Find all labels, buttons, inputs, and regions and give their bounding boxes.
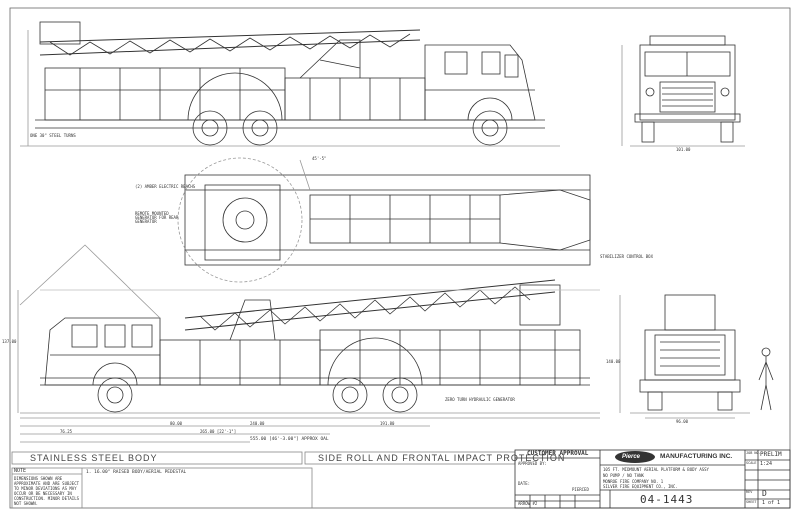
notes-item-1: 1. 16.00" RAISED BODY/AERIAL PEDESTAL xyxy=(86,470,187,475)
notes-body: DIMENSIONS SHOWN ARE APPROXIMATE AND ARE… xyxy=(14,476,80,506)
front-view-top xyxy=(621,35,745,147)
sheet-label: SHEET xyxy=(746,500,757,504)
callout-plan-1: (2) AMBER ELECTRIC REACHS xyxy=(135,184,196,189)
job-no-label: JOB NO. xyxy=(746,451,761,455)
callout-stabilizer: STABILIZER CONTROL BOX xyxy=(600,254,653,259)
arrow-label: ARROW #2 xyxy=(518,501,538,506)
dim-d1: 265.00 [22'-1"] xyxy=(200,429,237,434)
callout-side-top: ONE 30" STEEL TURNS xyxy=(30,133,76,138)
callout-pan: ZERO TURN HYDRAULIC GENERATOR xyxy=(445,397,515,402)
section-title-left: STAINLESS STEEL BODY xyxy=(30,453,158,463)
scale-label: SCALE xyxy=(746,461,757,465)
rev-label: REV xyxy=(746,490,753,494)
callout-plan-2: REMOTE MOUNTED GENERATOR FOR REAR GENERA… xyxy=(135,211,179,224)
customer-approval-label: CUSTOMER APPROVAL xyxy=(527,450,589,457)
rear-view-bottom xyxy=(619,294,774,419)
title-block xyxy=(514,449,791,509)
side-view-bottom xyxy=(17,244,600,443)
notes-header: NOTE xyxy=(14,468,27,474)
dim-d3: 76.25 xyxy=(60,429,73,434)
callout-radius: 45'-5" xyxy=(312,156,327,161)
brand-name: Pierce xyxy=(622,454,641,460)
sheet-value: 1 of 1 xyxy=(762,500,781,506)
scale-value: 1:24 xyxy=(760,461,773,467)
drawing-title-2: NO PUMP / NO TANK xyxy=(603,473,644,478)
dim-d4: 80.00 xyxy=(170,421,183,426)
brand-logo xyxy=(615,451,655,463)
rev-value: D xyxy=(762,489,767,498)
customer-line-2: SILVER FIRE EQUIPMENT CO., INC. xyxy=(603,484,678,489)
dim-d2: 240.00 xyxy=(250,421,265,426)
approved-by-label: APPROVED BY: xyxy=(518,461,547,466)
drawing-title-1: 105 FT. MIDMOUNT AERIAL PLATFORM & BODY … xyxy=(603,467,709,472)
section-title-right: SIDE ROLL AND FRONTAL IMPACT PROTECTION xyxy=(318,453,566,463)
dim-overall-length: 555.00 [46'-3.00"] APPROX OAL xyxy=(250,437,329,442)
dim-width: 96.00 xyxy=(676,419,689,424)
prelim-stamp: PIERCED xyxy=(572,487,589,492)
side-view-top xyxy=(20,21,560,147)
dim-height-rear: 140.00 xyxy=(606,359,621,364)
dim-width-2: 101.00 xyxy=(676,147,691,152)
date-label: DATE: xyxy=(518,481,531,486)
manufacturer-name: MANUFACTURING INC. xyxy=(660,453,733,460)
drawing-number: 04-1443 xyxy=(640,493,694,506)
dim-d5: 191.80 xyxy=(380,421,395,426)
job-no-value: PRELIM xyxy=(760,451,782,458)
plan-view xyxy=(177,157,591,283)
customer-line-1: MONROE FIRE COMPANY NO. 1 xyxy=(603,479,664,484)
dim-height-front: 137.00 xyxy=(2,339,17,344)
